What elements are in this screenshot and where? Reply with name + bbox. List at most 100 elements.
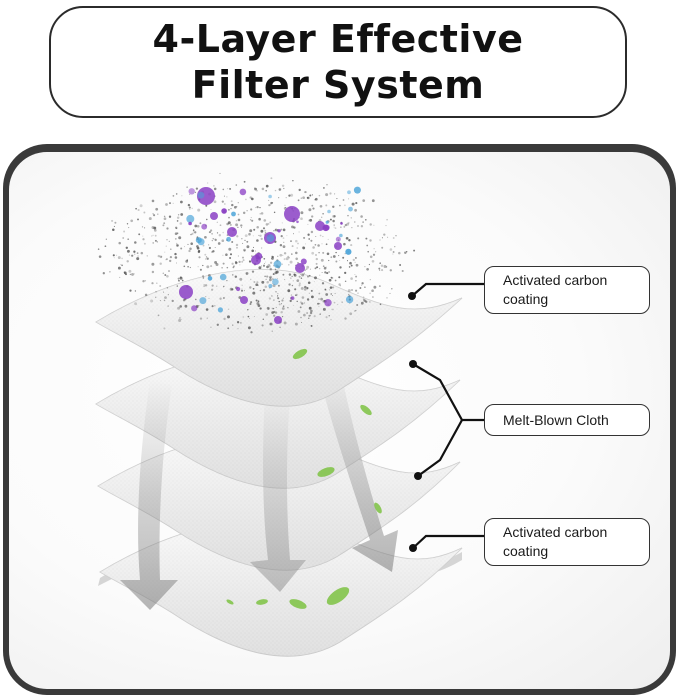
dust-speck xyxy=(230,207,232,210)
dust-speck xyxy=(360,301,364,305)
dust-speck xyxy=(281,307,285,310)
dust-speck xyxy=(131,272,134,276)
dust-speck xyxy=(192,231,195,233)
dust-speck xyxy=(194,224,198,228)
callout-dot-bottom xyxy=(409,544,417,552)
dust-speck xyxy=(236,261,238,264)
dust-speck xyxy=(325,193,329,197)
dust-speck xyxy=(226,279,228,282)
small-particle xyxy=(347,190,351,195)
dust-speck xyxy=(296,279,300,282)
small-particle xyxy=(339,233,343,238)
dust-speck xyxy=(137,208,140,212)
dust-speck xyxy=(295,251,298,255)
dust-speck xyxy=(291,284,294,287)
dust-speck xyxy=(163,291,165,293)
dust-speck xyxy=(230,200,233,203)
dust-speck xyxy=(289,260,293,264)
dust-speck xyxy=(264,232,267,234)
purple-particle xyxy=(179,285,193,299)
dust-speck xyxy=(381,246,384,249)
dust-speck xyxy=(190,233,192,236)
dust-speck xyxy=(136,257,140,261)
dust-speck xyxy=(322,251,325,254)
dust-speck xyxy=(105,238,107,240)
dust-speck xyxy=(308,292,310,294)
dust-speck xyxy=(261,280,265,284)
dust-speck xyxy=(211,305,214,308)
dust-speck xyxy=(202,264,204,267)
dust-speck xyxy=(267,223,270,225)
dust-speck xyxy=(329,286,333,289)
dust-speck xyxy=(179,222,183,225)
dust-speck xyxy=(216,323,219,326)
dust-speck xyxy=(188,206,191,209)
dust-speck xyxy=(352,258,355,262)
dust-speck xyxy=(283,252,287,255)
dust-speck xyxy=(163,327,166,330)
dust-speck xyxy=(314,276,317,280)
dust-speck xyxy=(293,305,295,306)
dust-speck xyxy=(265,261,267,263)
dust-speck xyxy=(389,269,392,272)
dust-speck xyxy=(322,235,324,238)
dust-speck xyxy=(277,293,279,295)
callout-dot-top xyxy=(408,292,416,300)
dust-speck xyxy=(360,215,363,218)
dust-speck xyxy=(98,255,102,258)
dust-speck xyxy=(282,237,285,239)
dust-speck xyxy=(274,268,277,270)
small-particle xyxy=(290,296,295,300)
dust-speck xyxy=(229,253,233,256)
dust-speck xyxy=(205,204,208,207)
dust-speck xyxy=(180,200,183,204)
dust-speck xyxy=(369,223,372,226)
dust-speck xyxy=(369,292,371,295)
dust-speck xyxy=(133,250,136,253)
dust-speck xyxy=(223,195,225,197)
dust-speck xyxy=(239,277,243,281)
dust-speck xyxy=(180,318,182,320)
dust-speck xyxy=(187,203,191,207)
dust-speck xyxy=(279,326,281,329)
dust-speck xyxy=(187,265,189,268)
dust-speck xyxy=(283,241,285,243)
dust-speck xyxy=(264,275,266,277)
dust-speck xyxy=(328,315,330,317)
dust-speck xyxy=(325,204,328,207)
dust-speck xyxy=(237,213,240,216)
dust-speck xyxy=(259,234,262,238)
dust-speck xyxy=(214,238,217,242)
dust-speck xyxy=(303,236,306,239)
dust-speck xyxy=(279,253,283,257)
small-particle xyxy=(268,284,273,288)
dust-speck xyxy=(330,293,332,295)
dust-speck xyxy=(317,302,320,305)
dust-speck xyxy=(265,189,267,192)
dust-speck xyxy=(291,275,293,277)
dust-speck xyxy=(344,204,346,207)
dust-speck xyxy=(252,235,254,237)
dust-speck xyxy=(265,313,269,316)
dust-speck xyxy=(269,278,272,282)
dust-speck xyxy=(111,219,114,222)
dust-speck xyxy=(178,319,182,322)
dust-speck xyxy=(252,287,255,290)
dust-speck xyxy=(319,274,321,276)
dust-speck xyxy=(288,283,291,286)
dust-speck xyxy=(263,257,266,260)
dust-speck xyxy=(289,277,292,279)
dust-speck xyxy=(344,280,347,283)
dust-speck xyxy=(305,268,308,270)
dust-speck xyxy=(354,261,356,263)
dust-speck xyxy=(121,264,123,267)
dust-speck xyxy=(259,289,262,292)
small-particle xyxy=(197,191,205,199)
dust-speck xyxy=(144,227,146,229)
dust-speck xyxy=(274,271,278,275)
dust-speck xyxy=(322,186,325,189)
dust-speck xyxy=(269,322,273,326)
purple-particle xyxy=(210,212,218,220)
callout-line-middle-upper xyxy=(412,363,484,422)
